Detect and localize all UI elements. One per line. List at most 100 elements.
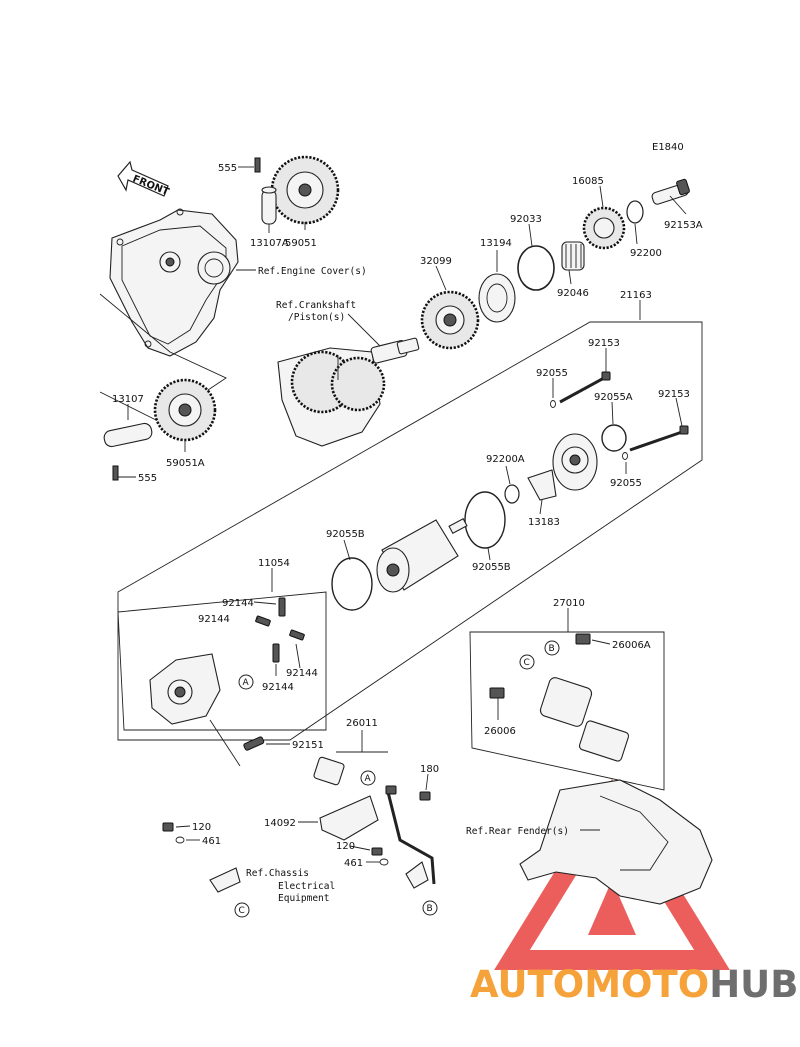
part-label: 92200A	[486, 454, 525, 465]
part-label: 92055	[536, 368, 568, 379]
bolt-180	[419, 791, 431, 801]
part-label: 180	[420, 764, 439, 775]
oring-92055B-right	[464, 491, 506, 549]
fuse-26006A	[575, 633, 591, 645]
callout-b-relay: B	[544, 640, 560, 656]
part-label: 13194	[480, 238, 512, 249]
part-label: 32099	[420, 256, 452, 267]
callout-b-cable: B	[422, 900, 438, 916]
starter-motor-box	[117, 321, 703, 741]
part-label: 92055B	[326, 529, 365, 540]
part-label: 92200	[630, 248, 662, 259]
part-label: 92151	[292, 740, 324, 751]
svg-text:B: B	[549, 644, 555, 654]
part-label: 13107	[112, 394, 144, 405]
part-label: 16085	[572, 176, 604, 187]
one-way-clutch-13194	[478, 273, 516, 323]
watermark-text: AUTOMOTOHUB	[470, 963, 798, 1006]
needle-bearing-92046	[561, 241, 585, 271]
relay-box	[469, 631, 665, 791]
oring-92055A	[601, 424, 627, 452]
bolt-120-left	[162, 822, 174, 832]
brush-springs-92144	[255, 597, 305, 663]
front-label: FRONT	[131, 174, 171, 199]
diagram-code: E1840	[652, 142, 684, 153]
part-label: 92046	[557, 288, 589, 299]
engine-cover	[109, 208, 239, 357]
ref-crankshaft-line2: /Piston(s)	[288, 312, 345, 323]
gear-59051A	[153, 378, 217, 442]
callout-c-chassis: C	[234, 902, 250, 918]
pin-555-top	[254, 157, 261, 173]
part-label: 59051A	[166, 458, 205, 469]
svg-text:A: A	[243, 678, 250, 688]
shaft-13107	[103, 422, 153, 448]
part-label: 11054	[258, 558, 290, 569]
brush-holder-box	[117, 591, 327, 731]
washer-461-right	[379, 858, 389, 866]
part-label: 92055B	[472, 562, 511, 573]
starter-relay	[539, 677, 630, 762]
ref-engine-cover: Ref.Engine Cover(s)	[258, 266, 367, 277]
part-label: 92144	[222, 598, 254, 609]
crankshaft	[277, 337, 420, 447]
brush-holder-assembly	[149, 653, 221, 725]
part-label: 13183	[528, 517, 560, 528]
part-label: 92055A	[594, 392, 633, 403]
svg-text:B: B	[427, 904, 433, 914]
washer-92200A	[504, 484, 520, 504]
pin-555-bottom	[112, 465, 119, 481]
part-label: 92144	[286, 668, 318, 679]
starter-cable	[313, 756, 436, 885]
ref-chassis-line2: Electrical	[278, 881, 335, 892]
bolt-120-right	[371, 847, 383, 856]
part-label: 13107A	[250, 238, 289, 249]
part-label: 26011	[346, 718, 378, 729]
gear-59051	[270, 155, 340, 225]
bolt-92153-lower	[629, 425, 689, 452]
cable-terminal	[405, 861, 429, 889]
part-label: 21163	[620, 290, 652, 301]
part-label: 92144	[198, 614, 230, 625]
part-label: 120	[336, 841, 355, 852]
starter-end-cover	[552, 433, 598, 491]
part-label: 555	[218, 163, 237, 174]
watermark-part2: HUB	[709, 963, 798, 1006]
washer-92200	[626, 200, 644, 224]
svg-text:C: C	[239, 906, 245, 916]
front-arrow: FRONT	[117, 160, 171, 199]
fuse-26006	[489, 687, 505, 699]
leader-lines	[118, 166, 687, 863]
oring-92055-small-a	[550, 400, 556, 408]
part-label: 461	[202, 836, 221, 847]
part-label: 92153	[658, 389, 690, 400]
callout-c-relay: C	[519, 654, 535, 670]
gear-32099	[420, 290, 480, 350]
bolt-92151	[243, 736, 265, 751]
part-label: 92033	[510, 214, 542, 225]
starter-motor-body	[376, 517, 468, 593]
rear-fender-frame	[519, 779, 713, 905]
part-label: 59051	[285, 238, 317, 249]
part-label: 92153	[588, 338, 620, 349]
chassis-bracket	[209, 867, 241, 893]
part-label: 555	[138, 473, 157, 484]
ref-rear-fender: Ref.Rear Fender(s)	[466, 826, 569, 837]
washer-461-left	[175, 836, 185, 844]
part-label: 26006A	[612, 640, 651, 651]
oring-92055-small-b	[622, 452, 628, 460]
shaft-13107A	[261, 186, 277, 225]
part-label: 27010	[553, 598, 585, 609]
part-label: 92055	[610, 478, 642, 489]
svg-text:C: C	[524, 658, 530, 668]
part-label: 120	[192, 822, 211, 833]
ref-chassis-line3: Equipment	[278, 893, 329, 904]
circlip-92033	[517, 245, 555, 291]
watermark-part1: AUTOMOTO	[470, 963, 709, 1006]
callout-a-cable: A	[360, 770, 376, 786]
part-label: 92153A	[664, 220, 703, 231]
svg-text:A: A	[365, 774, 372, 784]
part-label: 26006	[484, 726, 516, 737]
